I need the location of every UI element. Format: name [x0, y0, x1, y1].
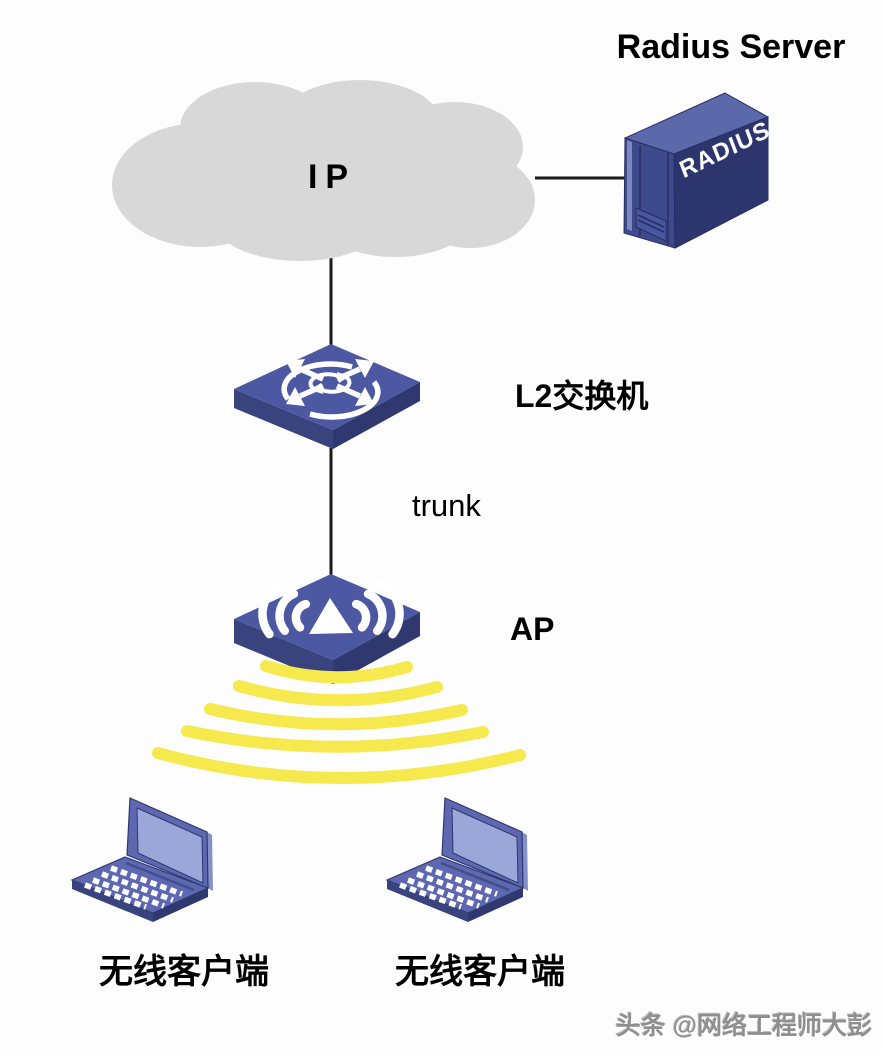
- client-left-label: 无线客户端: [99, 953, 269, 991]
- switch-glyph: [281, 359, 381, 420]
- client-right-label: 无线客户端: [395, 953, 565, 991]
- l2-switch-icon: [234, 344, 420, 449]
- trunk-label: trunk: [412, 488, 481, 523]
- ip-cloud-icon: [112, 80, 535, 261]
- laptop-right-icon: [387, 798, 528, 922]
- switch-label: L2交换机: [515, 378, 649, 414]
- radius-server-icon: [623, 92, 770, 249]
- laptop-left-icon: [72, 798, 213, 922]
- ap-icon: [234, 574, 420, 684]
- wifi-signal-arcs: [152, 660, 526, 784]
- ap-label: AP: [510, 611, 555, 647]
- cloud-label: IP: [307, 158, 357, 196]
- server-title: Radius Server: [616, 28, 846, 66]
- ap-antenna-glyph: [258, 579, 404, 639]
- watermark: 头条 @网络工程师大彭: [615, 1012, 872, 1040]
